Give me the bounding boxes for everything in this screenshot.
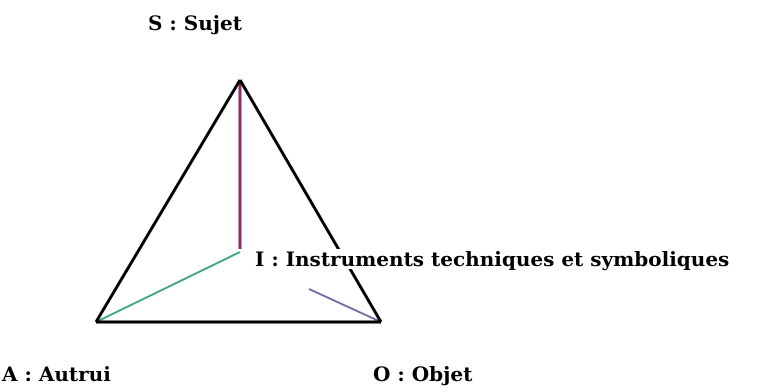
edge-sujet-objet (238, 79, 383, 323)
edge-sujet-autrui (94, 79, 242, 323)
vertex-label-sujet: S : Sujet (148, 11, 242, 35)
edge-instruments-autrui (95, 251, 241, 323)
edge-instruments-objet (308, 288, 382, 323)
vertex-label-instruments: I : Instruments techniques et symbolique… (253, 247, 732, 271)
vertex-label-autrui: A : Autrui (2, 362, 111, 386)
vertex-label-objet: O : Objet (373, 362, 473, 386)
